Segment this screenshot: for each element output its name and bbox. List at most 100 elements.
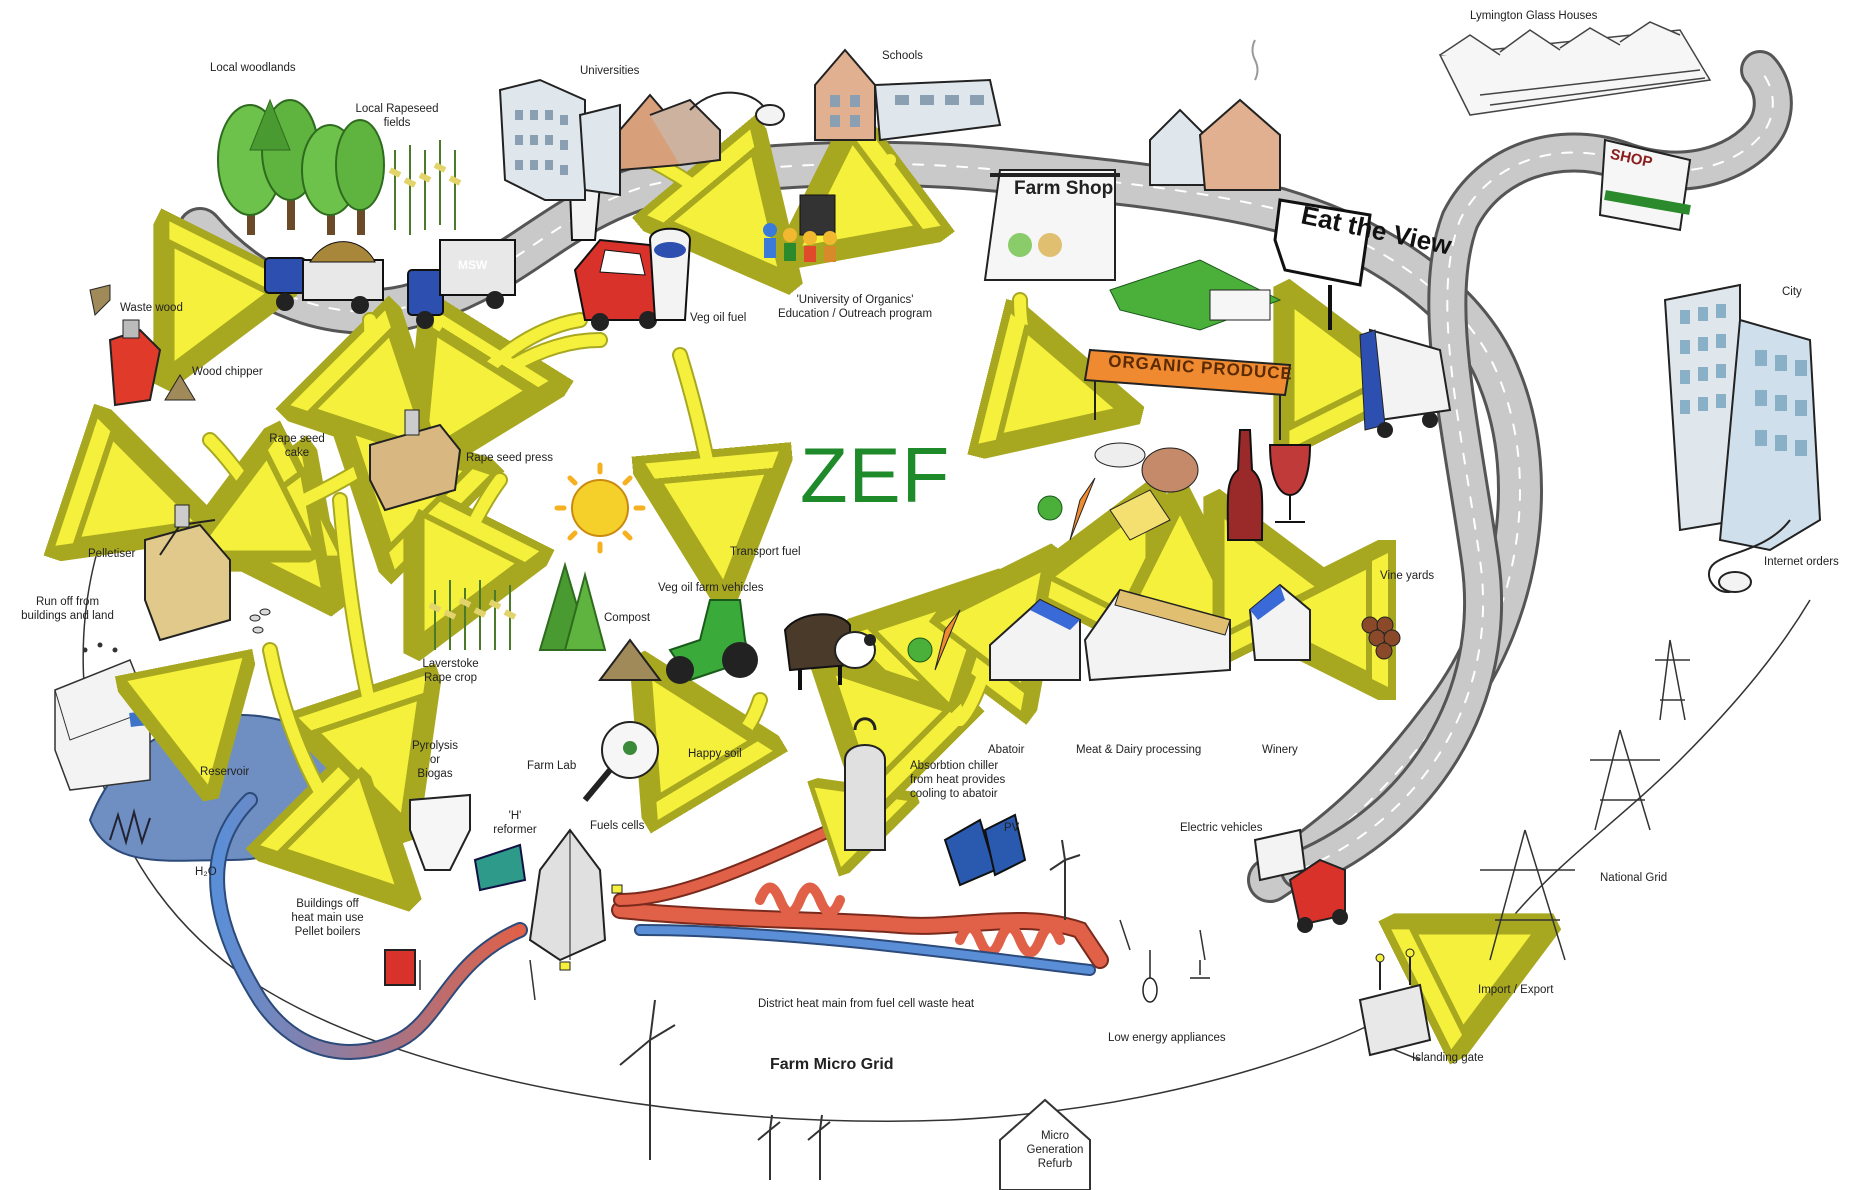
laverstoke-crop-icon: [428, 580, 517, 650]
msw-truck-icon: [407, 239, 516, 329]
tree-icon: [217, 98, 385, 235]
label-waste-wood: Waste wood: [120, 302, 183, 314]
zef-title: ZEF: [800, 431, 951, 519]
processing-building-icon: [1083, 588, 1231, 682]
wine-glass-icon: [1268, 444, 1312, 523]
fuel-cell-icon: [528, 828, 623, 971]
magnifier-icon: [582, 721, 659, 802]
organic-produce-banner-icon: [1083, 348, 1292, 440]
farm-shop-sign: Farm Shop: [1014, 178, 1114, 199]
label-abatoir: Abatoir: [988, 744, 1025, 756]
label-university-of-organics: 'University of Organics'Education / Outr…: [777, 294, 933, 320]
absorption-chiller-icon: [844, 717, 886, 851]
car-icon: [573, 238, 662, 331]
education-people-icon: [763, 194, 837, 262]
pyrolysis-icon: [409, 793, 471, 871]
label-fuels-cells: Fuels cells: [590, 820, 645, 832]
reformer-icon: [473, 843, 527, 892]
micro-generation-house-icon: [999, 1098, 1091, 1190]
sheep-icon: [834, 631, 876, 669]
label-schools: Schools: [882, 50, 923, 62]
label-h2o: H₂O: [195, 866, 217, 878]
label-veg-oil-fuel: Veg oil fuel: [690, 312, 747, 324]
rape-seed-press-icon: [369, 409, 462, 512]
pylon-icon: [1480, 639, 1690, 961]
label-winery: Winery: [1262, 744, 1298, 756]
label-city: City: [1782, 286, 1802, 298]
label-happy-soil: Happy soil: [688, 748, 742, 760]
label-pelletiser: Pelletiser: [88, 548, 136, 560]
msw-label: MSW: [458, 258, 488, 272]
label-import-export: Import / Export: [1478, 984, 1554, 996]
label-low-energy: Low energy appliances: [1108, 1032, 1226, 1044]
wood-chipper-icon: [108, 319, 196, 407]
label-islanding-gate: Islanding gate: [1412, 1052, 1484, 1064]
label-reservoir: Reservoir: [200, 766, 250, 778]
eat-the-view-sign-icon: [1273, 198, 1372, 330]
tractor-icon: [666, 599, 758, 684]
label-universities: Universities: [580, 65, 640, 77]
solar-panel-icon: [943, 813, 1027, 887]
delivery-van-icon: [1359, 328, 1452, 438]
label-internet-orders: Internet orders: [1764, 556, 1839, 568]
greenhouse-icon: [1438, 21, 1712, 116]
skyscraper-icon: [1663, 283, 1822, 552]
label-lymington: Lymington Glass Houses: [1470, 10, 1598, 22]
bulb-icon: [1142, 950, 1210, 1003]
mouse-icon: [689, 91, 785, 126]
label-transport-fuel: Transport fuel: [730, 546, 801, 558]
boiler-icon: [384, 949, 416, 986]
label-electric-vehicles: Electric vehicles: [1180, 822, 1263, 834]
fuel-pump-icon: [648, 227, 692, 321]
reservoir-weeds: [109, 808, 151, 846]
label-compost: Compost: [604, 612, 651, 624]
green-field-icon: [1109, 259, 1282, 331]
compost-icon: [598, 638, 662, 681]
wind-turbine-icon: [619, 839, 1081, 1180]
wine-bottle-icon: [1226, 429, 1264, 541]
label-national-grid: National Grid: [1600, 872, 1668, 884]
sun-icon: [554, 462, 646, 554]
school-building-icon: [814, 48, 1002, 142]
abatoir-building-icon: [989, 598, 1081, 681]
pellets-icon: [249, 608, 271, 634]
grapes-icon: [1361, 616, 1401, 660]
electric-vehicles-icon: [1253, 828, 1348, 933]
farm-shop-icon: [983, 169, 1120, 281]
label-pv: PV: [1004, 822, 1020, 834]
label-farm-lab: Farm Lab: [527, 760, 577, 772]
district-heat-main: [209, 800, 1109, 1060]
label-local-woodlands: Local woodlands: [210, 62, 296, 74]
label-h-reformer: 'H'reformer: [493, 810, 537, 836]
building-icon: [498, 78, 621, 201]
label-district-heat: District heat main from fuel cell waste …: [758, 998, 975, 1010]
conifer-tree-icon: [538, 561, 607, 651]
internet-mouse-icon: [1707, 519, 1791, 593]
vegetables-icon: [907, 442, 1199, 671]
waste-wood-icon: [89, 284, 111, 317]
truck-icon: [264, 241, 384, 314]
micro-grid-title: Farm Micro Grid: [770, 1056, 894, 1073]
runoff-arrow: [130, 718, 200, 745]
islanding-gate-icon: [1358, 948, 1432, 1057]
pelletiser-icon: [144, 504, 231, 642]
rapeseed-field-icon: [388, 140, 462, 235]
label-meat-dairy: Meat & Dairy processing: [1076, 744, 1202, 756]
house-icon: [619, 93, 721, 172]
shop-stall-icon: [1598, 138, 1692, 232]
flow-arrows: [100, 160, 1500, 1000]
label-veg-oil-vehicles: Veg oil farm vehicles: [658, 582, 764, 594]
cow-icon: [783, 613, 851, 690]
label-rape-seed-press: Rape seed press: [466, 452, 553, 464]
houses-icon: [1149, 39, 1281, 191]
label-vine-yards: Vine yards: [1380, 570, 1435, 582]
